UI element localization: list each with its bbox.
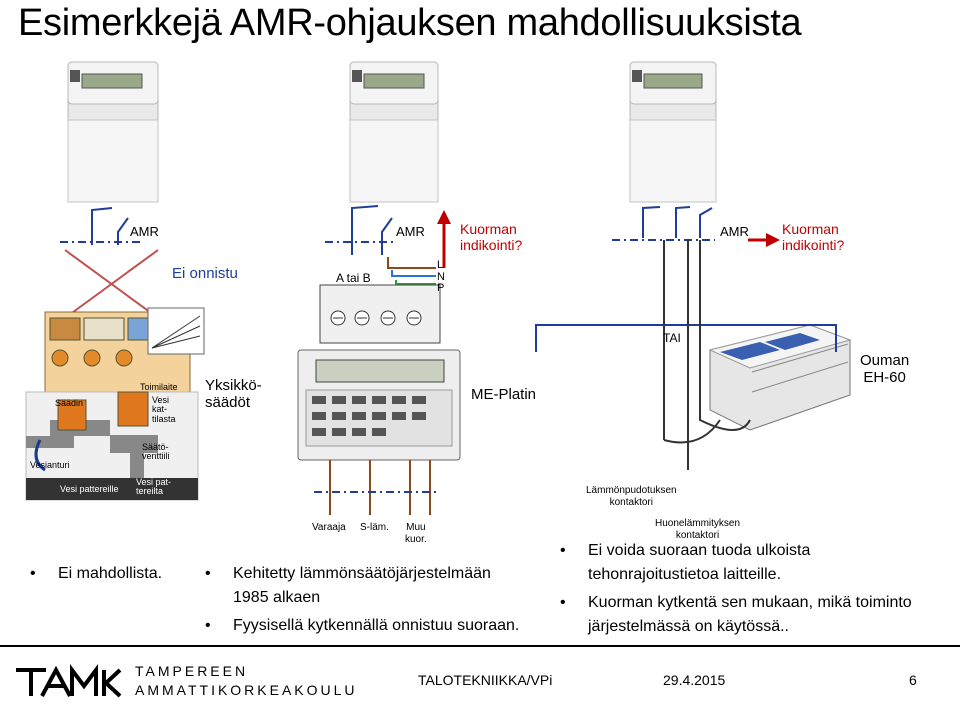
cross-mark: [64, 249, 159, 319]
electricity-meter-3: [629, 61, 717, 203]
a-tai-b-label: A tai B: [336, 271, 371, 285]
bullet-dot: •: [205, 617, 211, 634]
ouman-eh60-device: [708, 324, 852, 431]
s-lam-label: S-läm.: [360, 522, 389, 533]
terminal-block: [319, 284, 441, 344]
tamk-logo-icon: [16, 664, 122, 698]
amr-label: AMR: [396, 224, 425, 239]
me-platin-label: ME-Platin: [471, 386, 537, 403]
vesianturi-label: Vesianturi: [30, 460, 70, 470]
footer-divider: [0, 645, 960, 647]
contact-symbol-2: [325, 205, 395, 255]
electricity-meter-2: [349, 61, 439, 203]
ei-onnistu-label: Ei onnistu: [172, 265, 238, 282]
lammonpudotuksen-kontaktori-label: Lämmönpudotuksen kontaktori: [586, 485, 677, 508]
page-title: Esimerkkejä AMR-ohjauksen mahdollisuuksi…: [18, 2, 802, 44]
kuorman-indikointi-label: Kuorman indikointi?: [782, 221, 845, 254]
bullet-dot: •: [560, 594, 566, 611]
lnp-wires: [387, 257, 436, 285]
arrow-icon: [748, 233, 780, 247]
contact-symbol-1: [60, 207, 140, 245]
vesi-pattereilta-label: Vesi pat- tereilta: [136, 477, 172, 497]
logo-line2: AMMATTIKORKEAKOULU: [135, 682, 358, 698]
bullet-dot: •: [560, 542, 566, 559]
ouman-label: Ouman EH-60: [860, 352, 910, 387]
lnp-label: L N P: [437, 259, 445, 295]
arrow-icon: [437, 210, 451, 268]
page-number: 6: [909, 672, 917, 688]
ouman-wires: [663, 240, 751, 470]
bullet-right-1: • Ei voida suoraan tuoda ulkoista tehonr…: [560, 539, 955, 587]
electricity-meter-1: [67, 61, 159, 203]
bullet-middle-2: • Fyysisellä kytkennällä onnistuu suoraa…: [205, 614, 555, 638]
huonelammityksen-kontaktori-label: Huonelämmityksen kontaktori: [655, 518, 741, 541]
saatoventtiili-label: Säätö- venttiili: [142, 442, 170, 462]
muu-kuor-label: Muu kuor.: [405, 522, 427, 545]
contact-symbol-3: [612, 206, 715, 241]
kuorman-indikointi-label: Kuorman indikointi?: [460, 221, 523, 254]
vesi-pattereille-label: Vesi pattereille: [60, 484, 119, 494]
yksikkosaadot-label: Yksikkö- säädöt: [205, 377, 262, 412]
footer-date: 29.4.2015: [663, 672, 726, 688]
saadin-label: Säädin: [55, 398, 84, 408]
bullet-right-2: • Kuorman kytkentä sen mukaan, mikä toim…: [560, 591, 955, 639]
bullet-dot: •: [205, 565, 211, 582]
tai-label: TAI: [663, 331, 681, 345]
tamk-logo: [12, 660, 124, 700]
vesi-kattilasta-label: Vesi kat- tilasta: [152, 395, 176, 424]
logo-line1: TAMPEREEN: [135, 663, 249, 679]
me-platin-controller: [297, 349, 461, 461]
bullet-dot: •: [30, 565, 36, 582]
tai-box: [535, 324, 837, 352]
footer-author: TALOTEKNIIKKA/VPi: [418, 672, 553, 688]
relay-wires: [329, 460, 431, 515]
varaaja-label: Varaaja: [312, 522, 346, 533]
amr-label: AMR: [130, 224, 159, 239]
amr-label: AMR: [720, 224, 749, 239]
toimilaite-label: Toimilaite: [140, 382, 178, 392]
bullet-middle-1: • Kehitetty lämmönsäätöjärjestelmään 198…: [205, 562, 545, 610]
bullet-left: • Ei mahdollista.: [30, 562, 190, 586]
heating-controller-illustration: [25, 307, 205, 501]
